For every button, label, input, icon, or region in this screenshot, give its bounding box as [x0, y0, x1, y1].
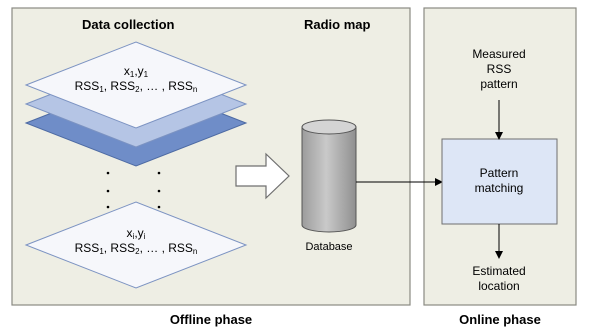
database-cylinder — [301, 119, 357, 233]
fingerprint-layer-bottom — [24, 201, 248, 289]
offline-phase-label: Offline phase — [169, 312, 253, 327]
estimated-location: Estimated location — [472, 264, 526, 293]
entry-bottom-rss: RSS1, RSS2, … , RSSn — [74, 241, 198, 256]
pattern-matching-box — [441, 138, 558, 225]
measured-rss-pattern: Measured RSS pattern — [472, 47, 526, 91]
database-label: Database — [305, 241, 353, 253]
entry-bottom-coord: xi,yi — [126, 226, 146, 241]
data-collection-title: Data collection — [82, 17, 175, 32]
online-phase-label: Online phase — [459, 312, 541, 327]
ellipsis-dots — [106, 171, 161, 209]
entry-top-coord: x1,y1 — [123, 64, 149, 79]
fingerprint-stack-top — [24, 41, 248, 167]
radio-map-title: Radio map — [304, 17, 371, 32]
entry-top-rss: RSS1, RSS2, … , RSSn — [74, 79, 198, 94]
layer-front — [24, 41, 248, 129]
pattern-matching-label: Pattern matching — [474, 166, 524, 195]
block-arrow — [235, 152, 290, 200]
